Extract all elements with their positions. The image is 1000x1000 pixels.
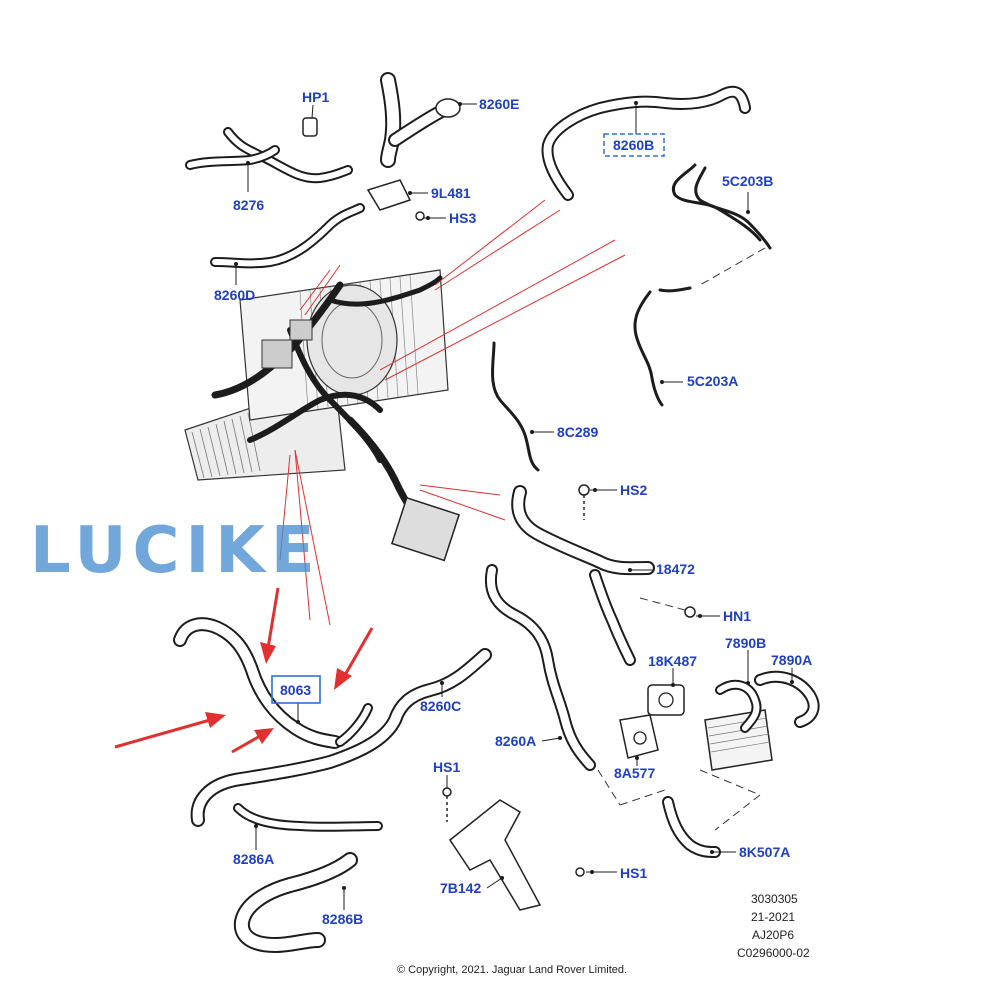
label-7b142: 7B142 — [440, 880, 481, 896]
part-8260e-housing — [380, 72, 477, 168]
dashed-box-8260b — [603, 133, 665, 157]
label-8260b: 8260B — [613, 137, 654, 153]
part-8260a-hose — [485, 564, 596, 771]
part-8260b-hose — [541, 85, 751, 201]
label-8a577: 8A577 — [614, 765, 655, 781]
part-hs3-screw — [415, 211, 446, 221]
part-hn1-clip — [639, 597, 720, 618]
highlight-box-8063 — [271, 675, 321, 704]
label-8260c: 8260C — [420, 698, 461, 714]
part-8286b-hose — [233, 852, 358, 953]
part-8a577-valve — [619, 714, 659, 766]
reference-line-4: C0296000-02 — [737, 946, 810, 960]
label-hs1-top: HS1 — [433, 759, 460, 775]
part-8k507a-hose — [662, 796, 736, 858]
label-hp1: HP1 — [302, 89, 329, 105]
label-hn1: HN1 — [723, 608, 751, 624]
label-hs3: HS3 — [449, 210, 476, 226]
reference-line-2: 21-2021 — [751, 910, 795, 924]
part-7890b-hose — [715, 650, 762, 733]
part-18k487-valve — [647, 668, 685, 716]
part-5c203b-pipe — [671, 163, 772, 250]
radiator-assembly — [184, 269, 460, 562]
label-18472: 18472 — [656, 561, 695, 577]
part-18472-hose — [511, 485, 655, 666]
part-8260d-hose — [210, 203, 365, 285]
part-7890a-hose — [754, 668, 820, 728]
part-9l481-thermostat — [366, 179, 428, 211]
label-5c203b: 5C203B — [722, 173, 773, 189]
part-hs2-bolt — [578, 484, 617, 520]
label-8286b: 8286B — [322, 911, 363, 927]
part-8063-hose — [173, 617, 342, 749]
copyright-notice: © Copyright, 2021. Jaguar Land Rover Lim… — [397, 964, 627, 976]
part-hs1-bolt-right — [575, 867, 617, 877]
label-7890b: 7890B — [725, 635, 766, 651]
label-hs2: HS2 — [620, 482, 647, 498]
part-7b142-bracket — [448, 799, 542, 911]
label-8260e: 8260E — [479, 96, 519, 112]
part-8286a-hose — [233, 803, 383, 850]
label-7890a: 7890A — [771, 652, 812, 668]
part-8276-hose — [185, 127, 353, 192]
label-18k487: 18K487 — [648, 653, 697, 669]
part-hp1-sensor — [302, 104, 318, 137]
label-8276: 8276 — [233, 197, 264, 213]
label-8286a: 8286A — [233, 851, 274, 867]
label-8k507a: 8K507A — [739, 844, 790, 860]
label-8260d: 8260D — [214, 287, 255, 303]
label-8063: 8063 — [280, 682, 311, 698]
reference-line-1: 3030305 — [751, 892, 798, 906]
watermark-text: LUCIKE — [30, 514, 321, 588]
part-hs1-bolt-top — [442, 775, 452, 822]
part-8260c-hose — [190, 648, 492, 827]
part-8c289-pipe — [491, 341, 554, 472]
label-8c289: 8C289 — [557, 424, 598, 440]
label-9l481: 9L481 — [431, 185, 471, 201]
red-callout-lines — [279, 199, 626, 626]
red-arrows — [114, 587, 374, 754]
reference-line-3: AJ20P6 — [752, 928, 794, 942]
part-oil-cooler — [704, 709, 773, 771]
label-5c203a: 5C203A — [687, 373, 738, 389]
label-8260a: 8260A — [495, 733, 536, 749]
part-5c203a-pipe — [633, 286, 692, 407]
label-hs1-right: HS1 — [620, 865, 647, 881]
